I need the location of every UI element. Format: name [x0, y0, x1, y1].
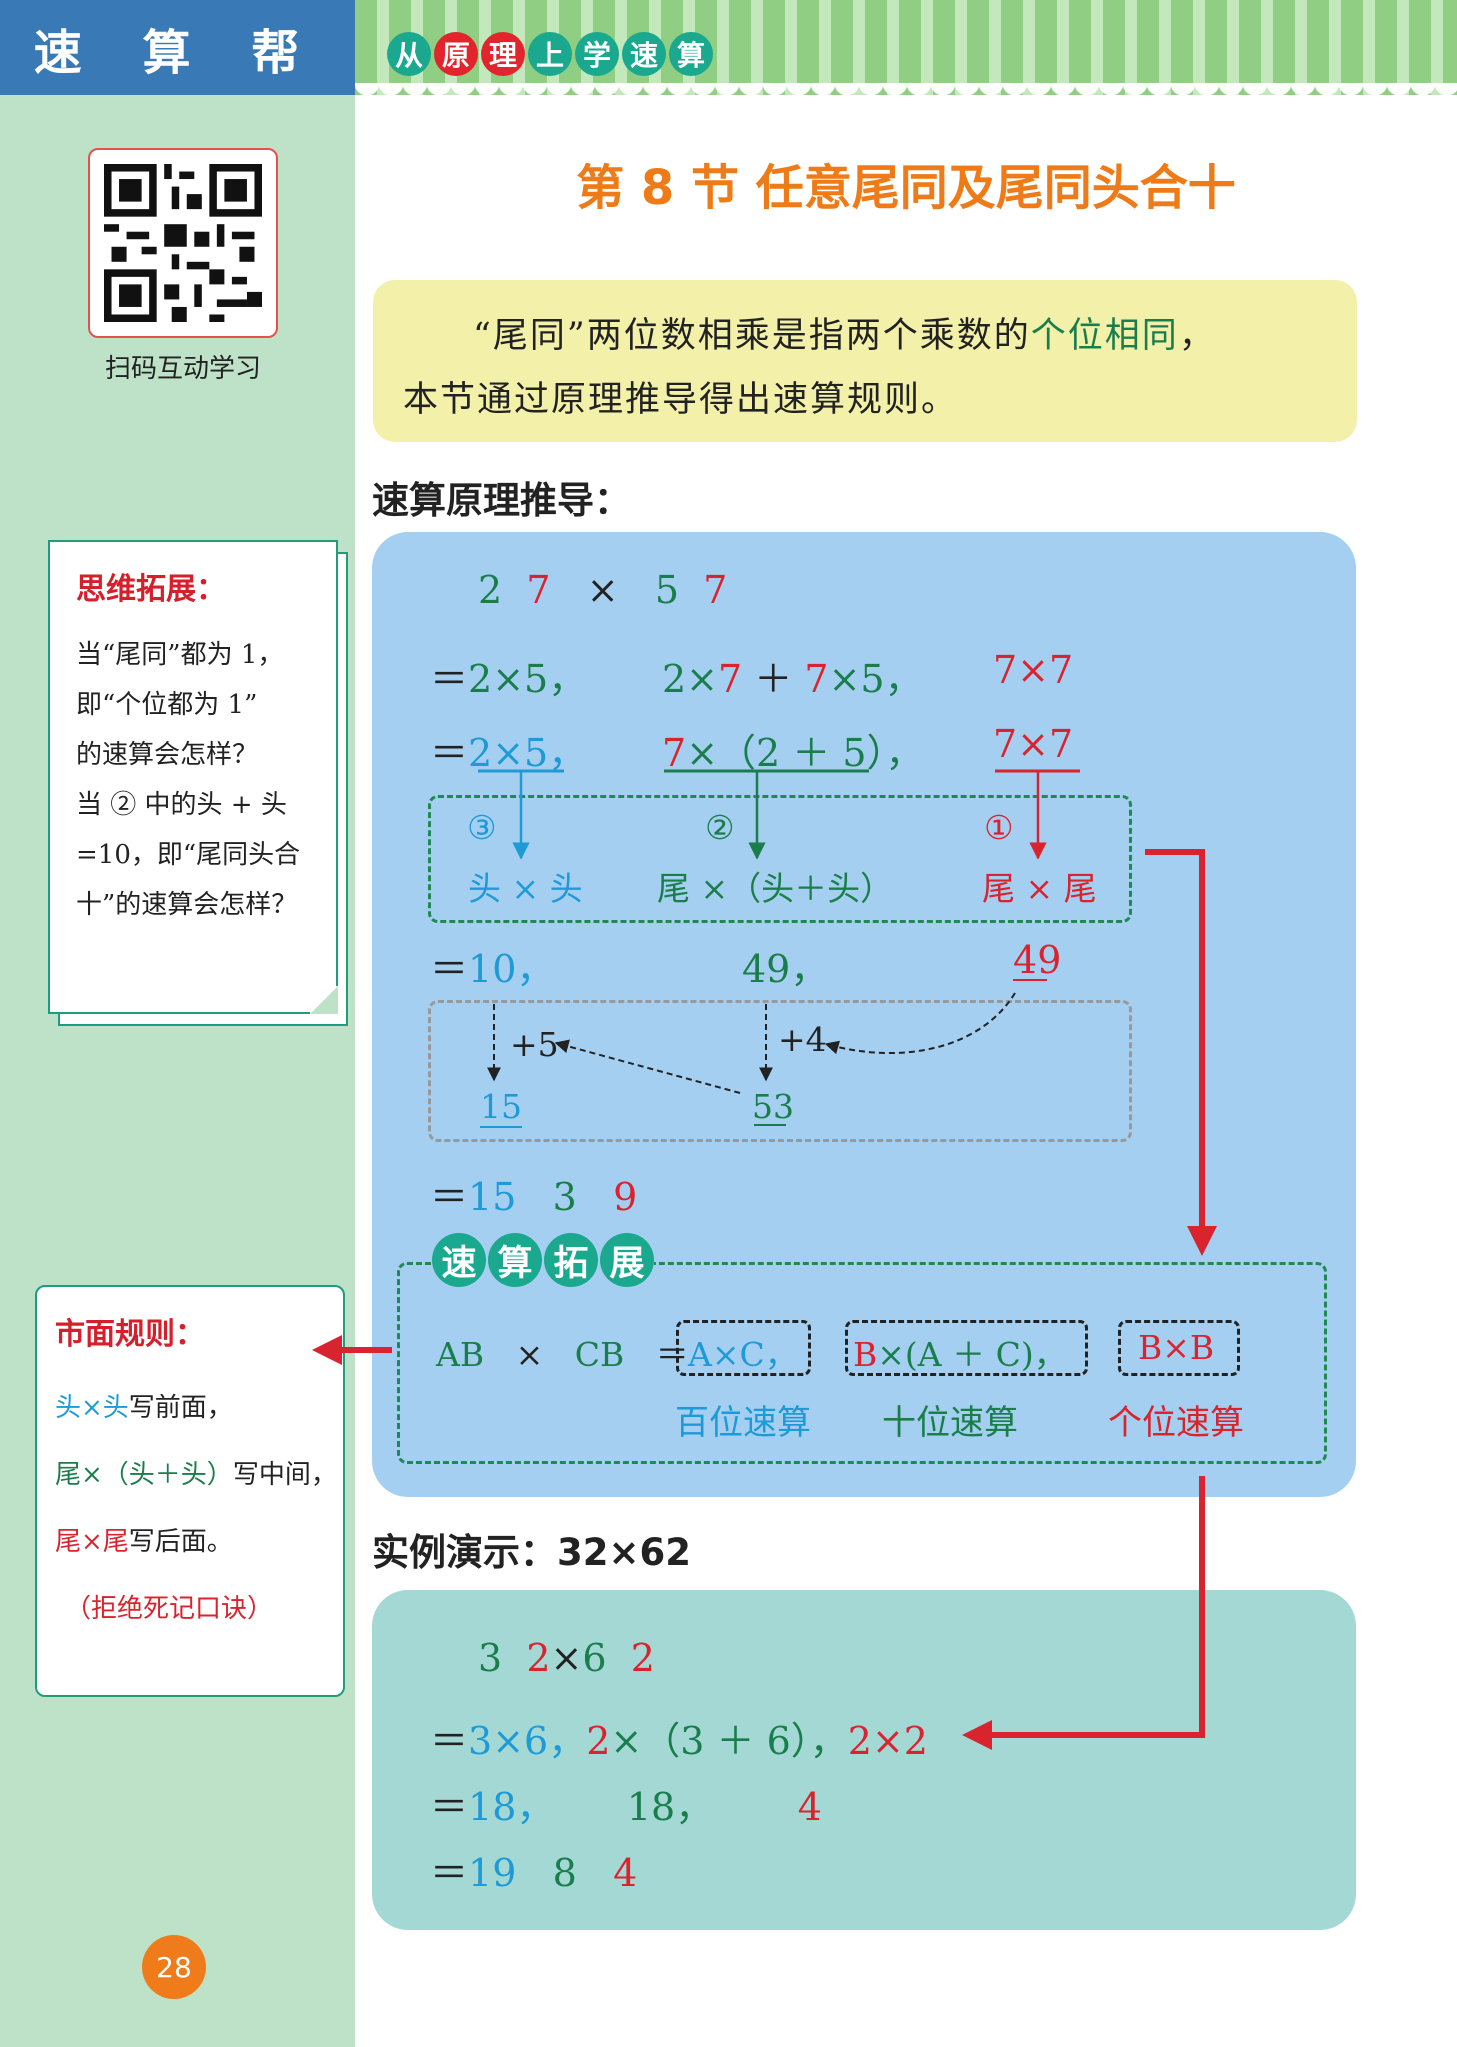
example-row0: 3 2×6 2	[478, 1636, 655, 1680]
tagline-char: 速	[622, 32, 666, 76]
formula-box-2	[845, 1320, 1088, 1376]
row1: ＝2×5，	[430, 657, 587, 701]
tagline: 从 原 理 上 学 速 算	[387, 32, 713, 76]
row3-middle: 49，	[742, 947, 829, 991]
label-ones: 个位速算	[1108, 1403, 1244, 1443]
qr-code-icon	[104, 164, 262, 322]
row3-right: 49	[1013, 938, 1062, 982]
market-title: 市面规则：	[55, 1317, 205, 1352]
tagline-char: 原	[434, 32, 478, 76]
example-heading: 实例演示：32×62	[372, 1531, 691, 1574]
extension-title: 速 算 拓 展	[432, 1233, 654, 1287]
market-line: 尾×（头＋头）写中间，	[55, 1460, 337, 1490]
qr-label: 扫码互动学习	[104, 354, 261, 384]
row1-right: 7×7	[993, 648, 1074, 692]
tagline-char: 学	[575, 32, 619, 76]
row1-middle: 2×7 ＋ 7×5，	[662, 657, 923, 701]
qr-code[interactable]	[88, 148, 278, 338]
label-tail-tail: 尾 × 尾	[982, 869, 1097, 908]
label-hundreds: 百位速算	[675, 1403, 811, 1443]
label-n1: ①	[984, 808, 1014, 847]
label-n3: ③	[467, 808, 497, 847]
example-row3: ＝19 8 4	[430, 1851, 638, 1895]
carry-frame	[428, 1000, 1132, 1142]
tagline-char: 算	[669, 32, 713, 76]
extension-title-char: 展	[600, 1233, 654, 1287]
thinking-line: 的速算会怎样？	[76, 740, 259, 770]
tagline-char: 上	[528, 32, 572, 76]
row2: ＝2×5，	[430, 731, 587, 775]
section-title: 第 8 节 任意尾同及尾同头合十	[576, 160, 1236, 216]
thinking-line: 当“尾同”都为 1，	[76, 640, 284, 670]
carry-plus4: +4	[778, 1020, 827, 1059]
row2-right: 7×7	[993, 722, 1074, 766]
market-line: 头×头写前面，	[55, 1393, 233, 1423]
example-row1: ＝3×6，2×（3 ＋ 6），2×2	[430, 1719, 928, 1763]
thinking-line: =10，即“尾同头合	[76, 840, 301, 870]
extension-title-char: 速	[432, 1233, 486, 1287]
intro-line-1: “尾同”两位数相乘是指两个乘数的个位相同，	[473, 316, 1216, 356]
row2-middle: 7×（2 ＋ 5），	[662, 731, 924, 775]
formula-part-1: A×C，	[688, 1335, 798, 1374]
formula-box-3	[1118, 1320, 1240, 1376]
extension-frame	[397, 1262, 1327, 1464]
intro-line-2: 本节通过原理推导得出速算规则。	[403, 380, 959, 420]
labels-frame	[428, 795, 1132, 923]
thinking-line: 即“个位都为 1”	[76, 690, 258, 720]
page-number: 28	[142, 1935, 206, 1999]
brand-title: 速 算 帮	[0, 0, 355, 95]
example-row2: ＝18， 18， 4	[430, 1785, 822, 1829]
row4: ＝15 3 9	[430, 1175, 638, 1219]
formula-box-1	[676, 1320, 811, 1376]
extension-title-char: 算	[488, 1233, 542, 1287]
row3: ＝10，	[430, 947, 555, 991]
formula-part-2: B×(A ＋ C)，	[853, 1335, 1067, 1374]
thinking-line: 十”的速算会怎样？	[76, 890, 298, 920]
extension-title-char: 拓	[544, 1233, 598, 1287]
carry-plus5: +5	[510, 1025, 559, 1064]
formula-left: AB × CB ＝	[436, 1335, 689, 1374]
thinking-line: 当 ② 中的头 + 头	[76, 790, 287, 820]
label-head-head: 头 × 头	[468, 869, 583, 908]
thinking-title: 思维拓展：	[76, 572, 226, 607]
intro-box: “尾同”两位数相乘是指两个乘数的个位相同， 本节通过原理推导得出速算规则。	[373, 280, 1357, 442]
page-curl	[310, 986, 338, 1014]
label-tail-sum: 尾 ×（头＋头）	[657, 869, 894, 908]
market-warning: （拒绝死记口诀）	[65, 1594, 274, 1624]
carry-result-53: 53	[752, 1087, 794, 1126]
formula-part-3: B×B	[1138, 1328, 1215, 1367]
tagline-char: 从	[387, 32, 431, 76]
market-line: 尾×尾写后面。	[55, 1527, 233, 1557]
carry-result-15: 15	[480, 1087, 522, 1128]
derivation-heading: 速算原理推导：	[372, 479, 631, 522]
row0: 2 7 × 5 7	[478, 568, 728, 612]
tagline-char: 理	[481, 32, 525, 76]
market-rule-note: 市面规则： 头×头写前面， 尾×（头＋头）写中间， 尾×尾写后面。 （拒绝死记口…	[35, 1285, 345, 1697]
label-n2: ②	[705, 808, 735, 847]
thinking-note: 思维拓展： 当“尾同”都为 1， 即“个位都为 1” 的速算会怎样？ 当 ② 中…	[48, 540, 338, 1014]
label-tens: 十位速算	[882, 1403, 1018, 1443]
